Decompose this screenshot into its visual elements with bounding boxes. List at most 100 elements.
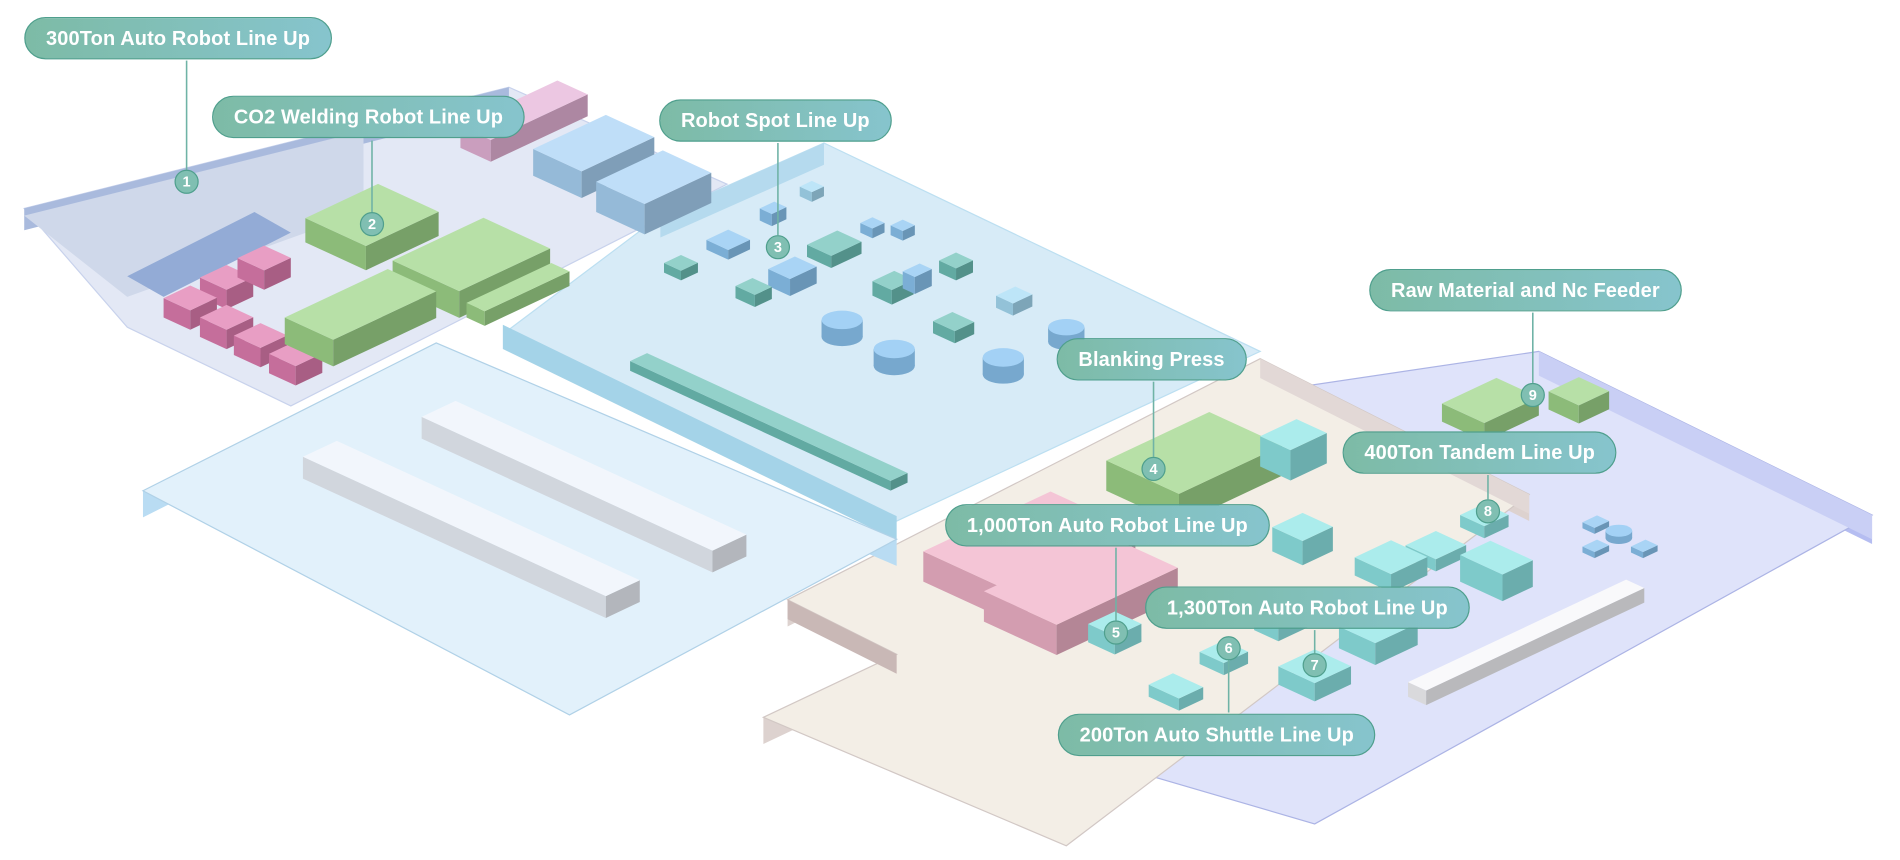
equipment-small-unit [1582, 539, 1610, 553]
equipment-robot-spot-unit-side [799, 186, 812, 202]
label-1300ton-auto-robot-line[interactable]: 1,300Ton Auto Robot Line Up [1145, 586, 1470, 629]
equipment-robot-spot-unit [799, 180, 824, 193]
equipment-cyan-unit-side [1260, 436, 1291, 481]
equipment-1000ton-press-side [1056, 567, 1178, 656]
equipment-robot-spot-unit-side [1012, 294, 1033, 316]
equipment-pink-cube [199, 304, 254, 330]
equipment-blue-block-side [596, 181, 645, 235]
marker-7[interactable]: 7 [1302, 653, 1327, 678]
equipment-small-unit-side [1643, 545, 1658, 559]
equipment-green-block [466, 263, 570, 312]
equipment-white-bar [421, 400, 747, 551]
equipment-pink-cube-side [190, 297, 217, 330]
marker-2[interactable]: 2 [359, 212, 385, 237]
equipment-cyan-unit-side [1391, 557, 1428, 593]
equipment-1000ton-press-side [983, 591, 1057, 656]
equipment-small-unit-side [1630, 546, 1644, 559]
marker-8[interactable]: 8 [1475, 499, 1501, 524]
marker-4[interactable]: 4 [1141, 456, 1166, 482]
label-300ton-auto-robot-line[interactable]: 300Ton Auto Robot Line Up [24, 16, 332, 60]
equipment-robot-spot-unit-side [806, 244, 832, 269]
equipment-robot-spot-unit-side [933, 321, 955, 344]
equipment-pink-cube [237, 245, 291, 271]
equipment-green-block-side [284, 317, 334, 367]
equipment-blue-block-side [533, 149, 582, 198]
equipment-robot-spot-unit [890, 219, 915, 231]
equipment-cyan-unit [1354, 540, 1428, 575]
zone-robot-spot-wall [660, 142, 824, 238]
equipment-robot-spot-unit-side [664, 262, 681, 281]
equipment-cyan-unit [1460, 540, 1533, 575]
equipment-robot-spot-unit-side [754, 286, 772, 307]
equipment-cyan-unit-side [1290, 433, 1327, 481]
equipment-blue-block [533, 114, 655, 172]
equipment-pink-cube-side [226, 277, 254, 310]
label-blanking-press[interactable]: Blanking Press [1056, 338, 1247, 381]
equipment-robot-spot-unit-side [902, 225, 915, 241]
equipment-cyan-unit [1272, 512, 1333, 542]
equipment-robot-spot-unit-side [890, 225, 903, 241]
equipment-robot-spot-unit-side [771, 207, 787, 227]
equipment-green-block [392, 217, 551, 292]
equipment-white-bar [302, 440, 640, 597]
equipment-robot-spot-unit [806, 230, 862, 256]
marker-5[interactable]: 5 [1103, 620, 1129, 645]
equipment-cyan-unit-side [1502, 560, 1533, 602]
equipment-robot-spot-unit-side [706, 239, 729, 260]
equipment-robot-spot-unit-side [759, 208, 772, 227]
marker-3[interactable]: 3 [765, 235, 791, 260]
equipment-robot-spot-unit [939, 252, 973, 269]
equipment-robot-spot-unit-side [831, 241, 862, 269]
equipment-raw-material-side [1484, 397, 1539, 442]
equipment-small-unit-side [1594, 520, 1610, 534]
equipment-nc-feeder [1548, 377, 1610, 406]
label-co2-welding-robot-line[interactable]: CO2 Welding Robot Line Up [212, 95, 525, 139]
equipment-robot-spot-unit-side [872, 281, 892, 305]
equipment-cyan-unit-side [1460, 554, 1503, 602]
marker-6[interactable]: 6 [1216, 636, 1241, 661]
equipment-pink-block-side [490, 94, 588, 162]
equipment-white-bar-side [712, 534, 747, 573]
equipment-cyan-unit-side [1314, 666, 1352, 702]
equipment-robot-spot-unit-side [811, 186, 824, 202]
equipment-cyan-unit-side [1460, 514, 1485, 539]
equipment-cyan-unit-side [1278, 666, 1315, 702]
equipment-robot-spot-unit [768, 256, 817, 280]
marker-9[interactable]: 9 [1520, 382, 1545, 408]
equipment-pink-cube-side [163, 298, 191, 330]
equipment-small-unit-side [1582, 546, 1595, 559]
equipment-pink-cube [233, 323, 288, 348]
equipment-robot-spot-unit-side [735, 285, 755, 307]
equipment-robot-spot-unit-side [914, 269, 932, 294]
label-200ton-auto-shuttle-line[interactable]: 200Ton Auto Shuttle Line Up [1057, 713, 1376, 757]
equipment-cyan-unit-side [1088, 624, 1115, 655]
equipment-pink-cube [163, 285, 217, 311]
marker-1[interactable]: 1 [174, 169, 199, 194]
label-1000ton-auto-robot-line[interactable]: 1,000Ton Auto Robot Line Up [945, 504, 1270, 547]
equipment-cyan-unit-side [1114, 623, 1142, 655]
equipment-robot-spot-unit-side [680, 262, 698, 281]
zone-beige-notch [787, 599, 897, 674]
equipment-cyan-unit [1260, 419, 1327, 451]
equipment-cyan-unit-side [1484, 514, 1509, 539]
equipment-blue-block-side [644, 172, 712, 235]
equipment-robot-spot-unit-side [996, 295, 1013, 316]
equipment-1000ton-press [983, 534, 1178, 625]
label-400ton-tandem-line[interactable]: 400Ton Tandem Line Up [1342, 431, 1617, 474]
equipment-tank [821, 310, 863, 347]
zone-lavender-wall [1538, 351, 1873, 540]
equipment-robot-spot-unit [996, 286, 1033, 304]
equipment-pink-cube-side [237, 258, 265, 290]
equipment-robot-spot-unit-side [939, 260, 957, 281]
equipment-pink-cube-side [295, 353, 323, 386]
equipment-co2-welding-side [305, 218, 366, 271]
equipment-robot-spot-unit-side [768, 268, 791, 296]
label-robot-spot-line[interactable]: Robot Spot Line Up [659, 99, 892, 142]
equipment-robot-spot-unit-side [902, 271, 915, 294]
equipment-robot-spot-unit-side [728, 239, 751, 260]
equipment-small-unit-side [1594, 545, 1610, 559]
equipment-pink-cube-side [233, 335, 261, 368]
label-raw-material-nc-feeder[interactable]: Raw Material and Nc Feeder [1369, 268, 1682, 312]
equipment-white-bar [1407, 579, 1645, 691]
